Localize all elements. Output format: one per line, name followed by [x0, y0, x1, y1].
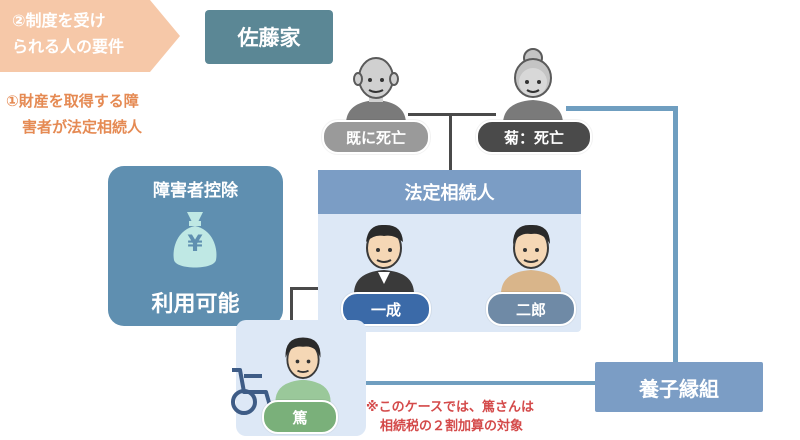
grandmother-avatar — [503, 48, 563, 124]
surcharge-note: ※このケースでは、篤さんは 相続税の２割加算の対象 — [366, 398, 606, 436]
note-line1: ※このケースでは、篤さんは — [366, 400, 534, 415]
grandmother-label: 菊：死亡 — [476, 120, 592, 154]
grandson-label: 篤 — [262, 400, 338, 434]
money-bag-icon — [173, 212, 217, 268]
family-name-tag: 佐藤家 — [205, 10, 333, 64]
requirement-line1: ①財産を取得する障 — [6, 92, 139, 110]
son2-avatar — [501, 224, 561, 294]
section-badge: ②制度を受け られる人の要件 — [0, 0, 180, 72]
son2-label: 二郎 — [486, 292, 576, 326]
son1-avatar — [354, 224, 414, 294]
deduction-title: 障害者控除 — [153, 181, 238, 201]
disability-deduction-callout: 障害者控除 ¥ 利用可能 — [108, 166, 283, 326]
grandfather-avatar — [346, 57, 406, 124]
adoption-line-bottom — [345, 381, 597, 385]
note-line2: 相続税の２割加算の対象 — [380, 419, 524, 434]
requirement-line2: 害者が法定相続人 — [22, 118, 143, 136]
requirement-text: ①財産を取得する障 害者が法定相続人 — [6, 88, 206, 140]
parents-to-heirs-connector — [449, 113, 452, 171]
adoption-label: 養子縁組 — [595, 362, 763, 412]
adoption-line-vertical — [673, 106, 678, 364]
parents-connector — [408, 113, 496, 116]
grandson-avatar — [275, 337, 331, 402]
section-title-line1: ②制度を受け — [12, 11, 106, 30]
section-title-line2: られる人の要件 — [12, 37, 125, 56]
son-to-grandson-vertical — [290, 287, 293, 323]
grandfather-label: 既に死亡 — [322, 120, 430, 154]
yen-symbol: ¥ — [187, 232, 203, 257]
legal-heirs-title: 法定相続人 — [318, 170, 581, 214]
adoption-line-top — [566, 106, 676, 111]
deduction-status: 利用可能 — [151, 292, 240, 317]
